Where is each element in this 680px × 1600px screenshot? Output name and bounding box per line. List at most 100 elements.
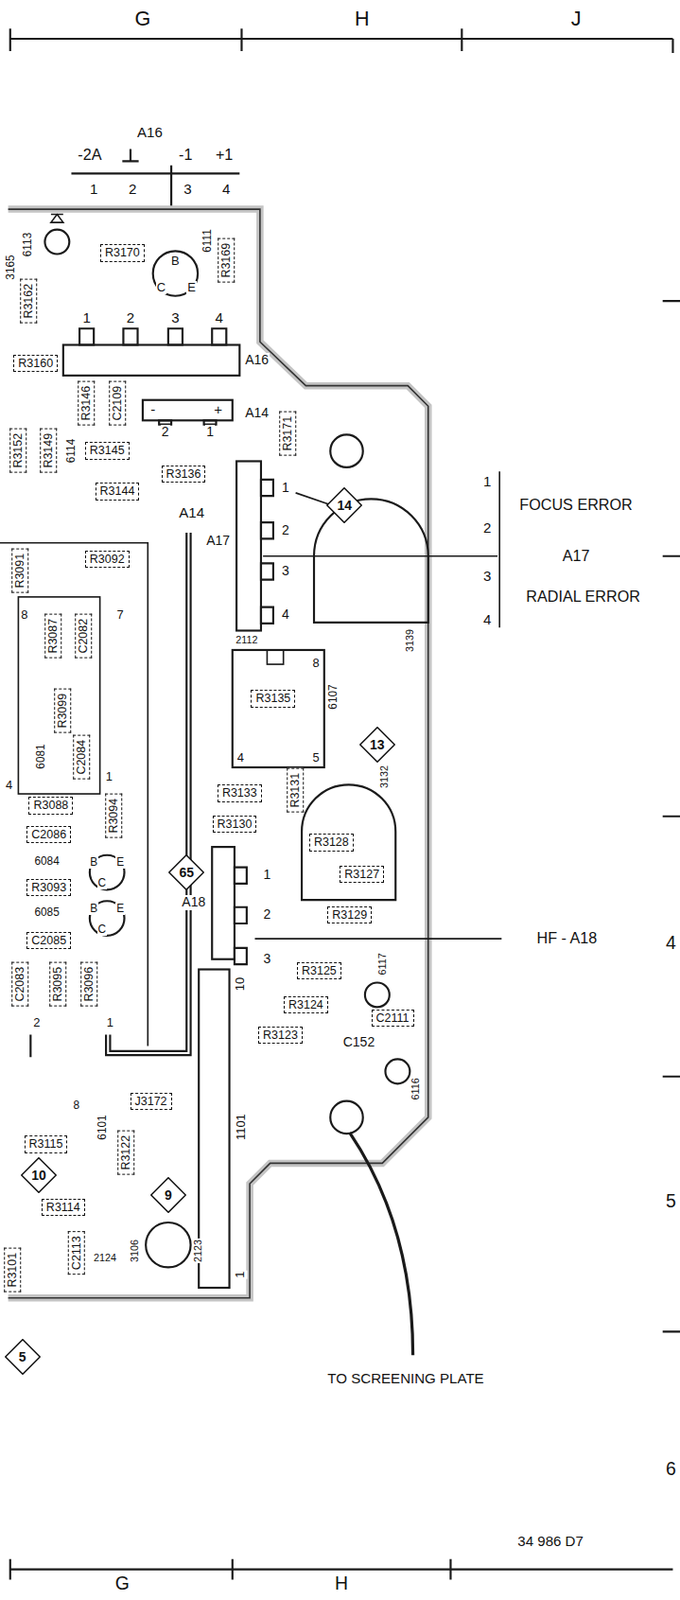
pcb-text: G [134, 7, 153, 31]
pcb-text: 1101 [233, 1112, 247, 1141]
component-box: R3169 [217, 237, 235, 282]
part-label: R3160 [17, 356, 53, 370]
component-box: J3172 [130, 1092, 173, 1110]
component-box: R3145 [85, 441, 130, 459]
pcb-text: 8 [72, 1098, 82, 1112]
pcb-text: TO SCREENING PLATE [326, 1370, 485, 1387]
pcb-text: B [170, 254, 181, 268]
pcb-text: 6113 [22, 231, 35, 258]
pcb-text: E [115, 902, 125, 915]
part-label: R3135 [255, 691, 291, 705]
pcb-text: 1 [81, 310, 91, 327]
pcb-text: 4 [664, 932, 678, 953]
part-label: R3091 [13, 553, 27, 589]
callout-diamond: 5 [4, 1338, 41, 1375]
pcb-text: 7 [116, 608, 125, 622]
part-label: C2111 [376, 1011, 410, 1025]
part-label: R3152 [11, 433, 25, 469]
connector-body [211, 846, 235, 959]
component-box: C2082 [74, 613, 92, 659]
diamond-shape [4, 1338, 39, 1373]
component-box: R3171 [278, 411, 297, 456]
pcb-text: A14 [177, 505, 206, 522]
component-box: R3114 [41, 1198, 86, 1216]
pcb-text: 4 [482, 611, 492, 628]
pcb-text: 6085 [33, 906, 60, 919]
pcb-text: -2A [76, 146, 103, 164]
callout-number: 5 [18, 1348, 27, 1364]
part-label: R3094 [107, 798, 122, 834]
capacitor-symbol [145, 1221, 191, 1267]
pcb-text: 1 [88, 181, 99, 198]
pcb-text: 1 [233, 1270, 247, 1279]
leader-line [296, 492, 329, 505]
ic-outline [232, 649, 325, 768]
pcb-text: 4 [280, 607, 291, 622]
pcb-text: 2 [125, 310, 136, 327]
component-box: R3135 [250, 689, 296, 707]
connector-pins [261, 479, 274, 624]
mounting-hole [330, 1100, 363, 1134]
component-box: R3124 [283, 995, 329, 1013]
part-label: R3095 [51, 966, 65, 1002]
part-label: R3093 [31, 880, 67, 894]
signal-line [262, 470, 500, 628]
connector-pins [79, 328, 227, 345]
component-box: R3115 [24, 1134, 69, 1152]
pcb-text: +1 [214, 146, 234, 164]
pcb-text: 4 [214, 310, 225, 327]
pcb-text: C [97, 923, 108, 936]
pcb-text: E [115, 855, 125, 869]
pcb-text: A16 [244, 352, 270, 367]
signal-line [254, 937, 502, 940]
pcb-text: E [186, 280, 197, 295]
pcb-text: 2 [482, 520, 492, 537]
diamond-shape [327, 487, 362, 522]
pcb-text: A16 [136, 124, 164, 141]
part-label: R3162 [21, 283, 35, 319]
part-label: C2082 [76, 618, 90, 654]
pcb-text: B [88, 902, 99, 915]
connector-pins [234, 867, 247, 964]
part-label: R3149 [42, 433, 56, 469]
pcb-text: 2 [262, 906, 273, 922]
pcb-text: 4 [4, 778, 14, 792]
pcb-text: - [149, 401, 157, 419]
pcb-text: 3 [262, 951, 273, 966]
part-label: R3127 [344, 867, 380, 881]
component-box: R3160 [13, 354, 58, 372]
pcb-text: G [114, 1572, 131, 1593]
wire-pair [30, 532, 191, 1057]
component-box: R3170 [100, 244, 145, 262]
part-label: C2085 [31, 933, 67, 947]
component-box: R3093 [26, 878, 71, 896]
part-label: J3172 [135, 1094, 168, 1108]
connector-body [236, 460, 262, 630]
diamond-shape [151, 1177, 186, 1212]
part-label: R3131 [288, 772, 302, 808]
diamond-shape [169, 854, 204, 889]
pcb-text: -1 [177, 146, 193, 164]
part-label: R3087 [46, 618, 60, 654]
pcb-text: C [156, 280, 167, 295]
callout-diamond: 9 [150, 1176, 187, 1213]
pcb-text: 3 [280, 563, 291, 578]
pcb-text: 2112 [234, 634, 259, 646]
pcb-text: B [88, 855, 99, 869]
pcb-text: 6101 [95, 1113, 108, 1140]
part-label: R3122 [119, 1134, 133, 1170]
pcb-text: 6116 [410, 1077, 422, 1101]
pcb-text: 1 [280, 480, 291, 495]
mounting-hole [330, 434, 363, 468]
transistor-symbol [89, 900, 125, 936]
component-outline [313, 498, 429, 622]
pcb-text: 3106 [129, 1237, 141, 1263]
pcb-text: 34 986 D7 [516, 1533, 585, 1550]
part-label: C2086 [31, 827, 67, 841]
component-outline [301, 784, 396, 900]
component-box: R3122 [117, 1130, 135, 1175]
part-label: R3096 [83, 966, 97, 1002]
pcb-text: 6117 [376, 951, 388, 976]
component-box: C2083 [11, 961, 29, 1007]
